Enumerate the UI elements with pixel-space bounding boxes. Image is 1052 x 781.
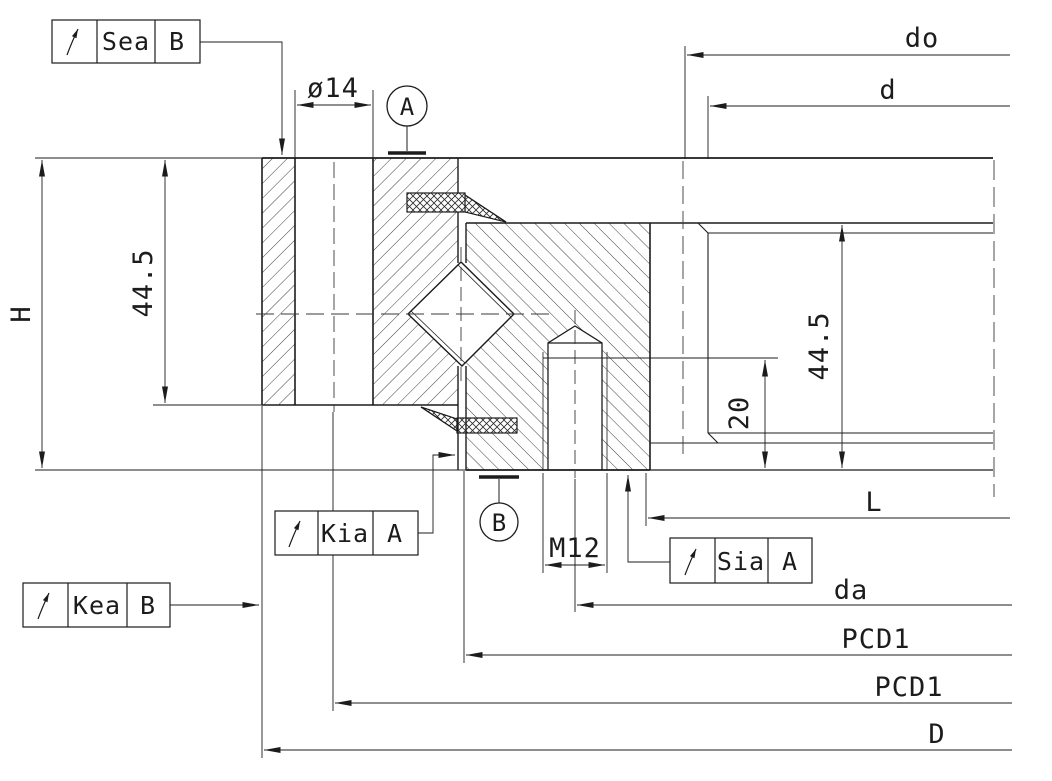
label-outer-height: 44.5 (804, 311, 835, 380)
grind-direction-icon (288, 520, 301, 548)
frame-kea-b-text: Kea (73, 591, 121, 620)
frame-sia-a: Sia A (625, 475, 813, 584)
crossed-roller (406, 261, 515, 367)
dimension-labels: ø14 H 44.5 44.5 20 M12 do d L da PCD1 PC… (6, 23, 945, 750)
grind-direction-icon (66, 28, 79, 56)
dim-inner-height (153, 160, 262, 406)
dim-thread-depth (543, 357, 778, 468)
datum-target-b (479, 475, 519, 542)
label-inner-height: 44.5 (128, 248, 159, 317)
frame-kia-a: Kia A (274, 452, 455, 556)
label-L: L (865, 487, 882, 518)
datum-target-a (386, 85, 428, 155)
datum-a-label: A (400, 93, 415, 121)
label-thread: M12 (549, 533, 601, 564)
frame-sea-b: Sea B (51, 19, 285, 155)
dim-pcd1-roller (463, 471, 1012, 663)
dim-pcd1-bolt (332, 412, 1012, 711)
label-pcd1-bolt: PCD1 (874, 672, 943, 703)
seal-lower (420, 406, 518, 434)
seal-upper (406, 192, 507, 223)
frame-kia-a-leader (418, 452, 455, 534)
datum-b-label: B (492, 509, 506, 537)
frame-kia-a-text: Kia (321, 519, 369, 548)
frame-sia-a-text: Sia (717, 547, 765, 576)
dim-do (684, 46, 1010, 159)
frame-sia-a-leader (625, 475, 670, 563)
elevation-edges (650, 222, 993, 444)
dim-L (645, 473, 1010, 526)
label-D: D (928, 719, 945, 750)
frame-sia-a-datum: A (782, 547, 798, 576)
label-da: da (834, 575, 869, 606)
centerlines (256, 160, 995, 497)
label-d: d (879, 75, 896, 106)
dim-hole-dia (294, 90, 374, 158)
frame-kea-b-datum: B (140, 591, 156, 620)
m12-tapped-hole (542, 325, 608, 470)
frame-sea-b-text: Sea (102, 27, 150, 56)
label-do: do (905, 23, 940, 54)
frame-kea-b: Kea B (22, 582, 259, 628)
label-pcd1-roller: PCD1 (841, 624, 910, 655)
dim-d (707, 96, 1010, 159)
label-hole-dia: ø14 (307, 73, 359, 104)
object-outlines (35, 157, 993, 471)
grind-direction-icon (684, 548, 697, 576)
dim-da (574, 479, 1012, 612)
dim-D (261, 406, 1012, 758)
frame-sea-b-leader (200, 41, 285, 155)
dimensions (39, 46, 1012, 758)
label-thread-depth: 20 (724, 396, 755, 431)
label-H: H (6, 305, 37, 322)
grind-direction-icon (37, 592, 50, 620)
frame-kia-a-datum: A (387, 519, 403, 548)
frame-sea-b-datum: B (169, 27, 185, 56)
